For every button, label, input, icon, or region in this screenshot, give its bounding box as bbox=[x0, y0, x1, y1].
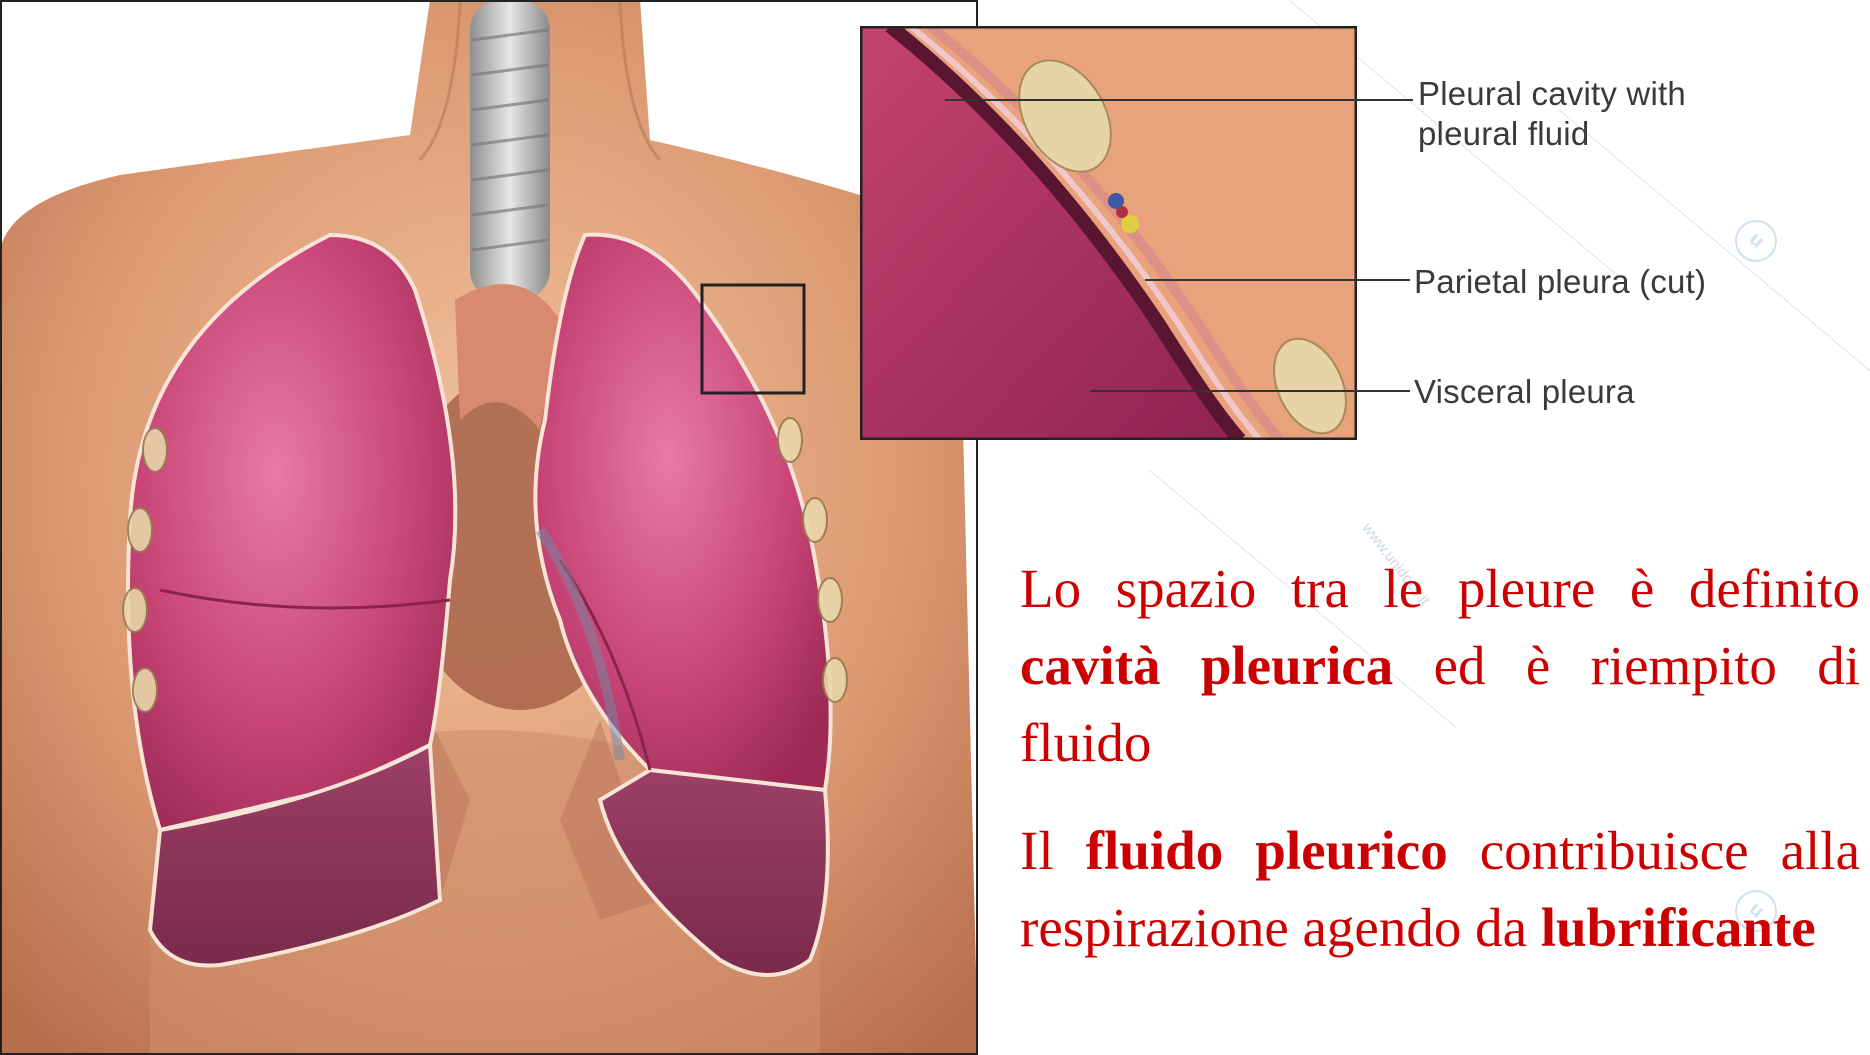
label-visceral-pleura: Visceral pleura bbox=[1414, 372, 1635, 412]
label-leader-line bbox=[1145, 279, 1410, 281]
label-leader-line bbox=[1090, 390, 1410, 392]
paragraph1-text: Lo spazio tra le pleure è definito bbox=[1020, 558, 1860, 619]
paragraph-cavita-pleurica: Lo spazio tra le pleure è definito cavit… bbox=[1020, 550, 1860, 781]
label-parietal-pleura: Parietal pleura (cut) bbox=[1414, 262, 1706, 302]
paragraph2-bold-lubrificante: lubrificante bbox=[1541, 897, 1816, 958]
paragraph-fluido-pleurico: Il fluido pleurico contribuisce alla res… bbox=[1020, 812, 1860, 966]
pleura-inset-illustration bbox=[860, 26, 1357, 440]
label-pleural-cavity-line1: Pleural cavity with bbox=[1418, 74, 1686, 114]
label-pleural-cavity-line2: pleural fluid bbox=[1418, 114, 1686, 154]
paragraph1-bold: cavità pleurica bbox=[1020, 635, 1393, 696]
paragraph2-bold-fluido: fluido pleurico bbox=[1086, 820, 1448, 881]
watermark-logo-icon: u bbox=[1726, 211, 1785, 270]
lung-anatomy-illustration bbox=[0, 0, 978, 1055]
label-leader-line bbox=[945, 99, 1413, 101]
paragraph2-text: Il bbox=[1020, 820, 1086, 881]
label-pleural-cavity: Pleural cavity with pleural fluid bbox=[1418, 74, 1686, 153]
